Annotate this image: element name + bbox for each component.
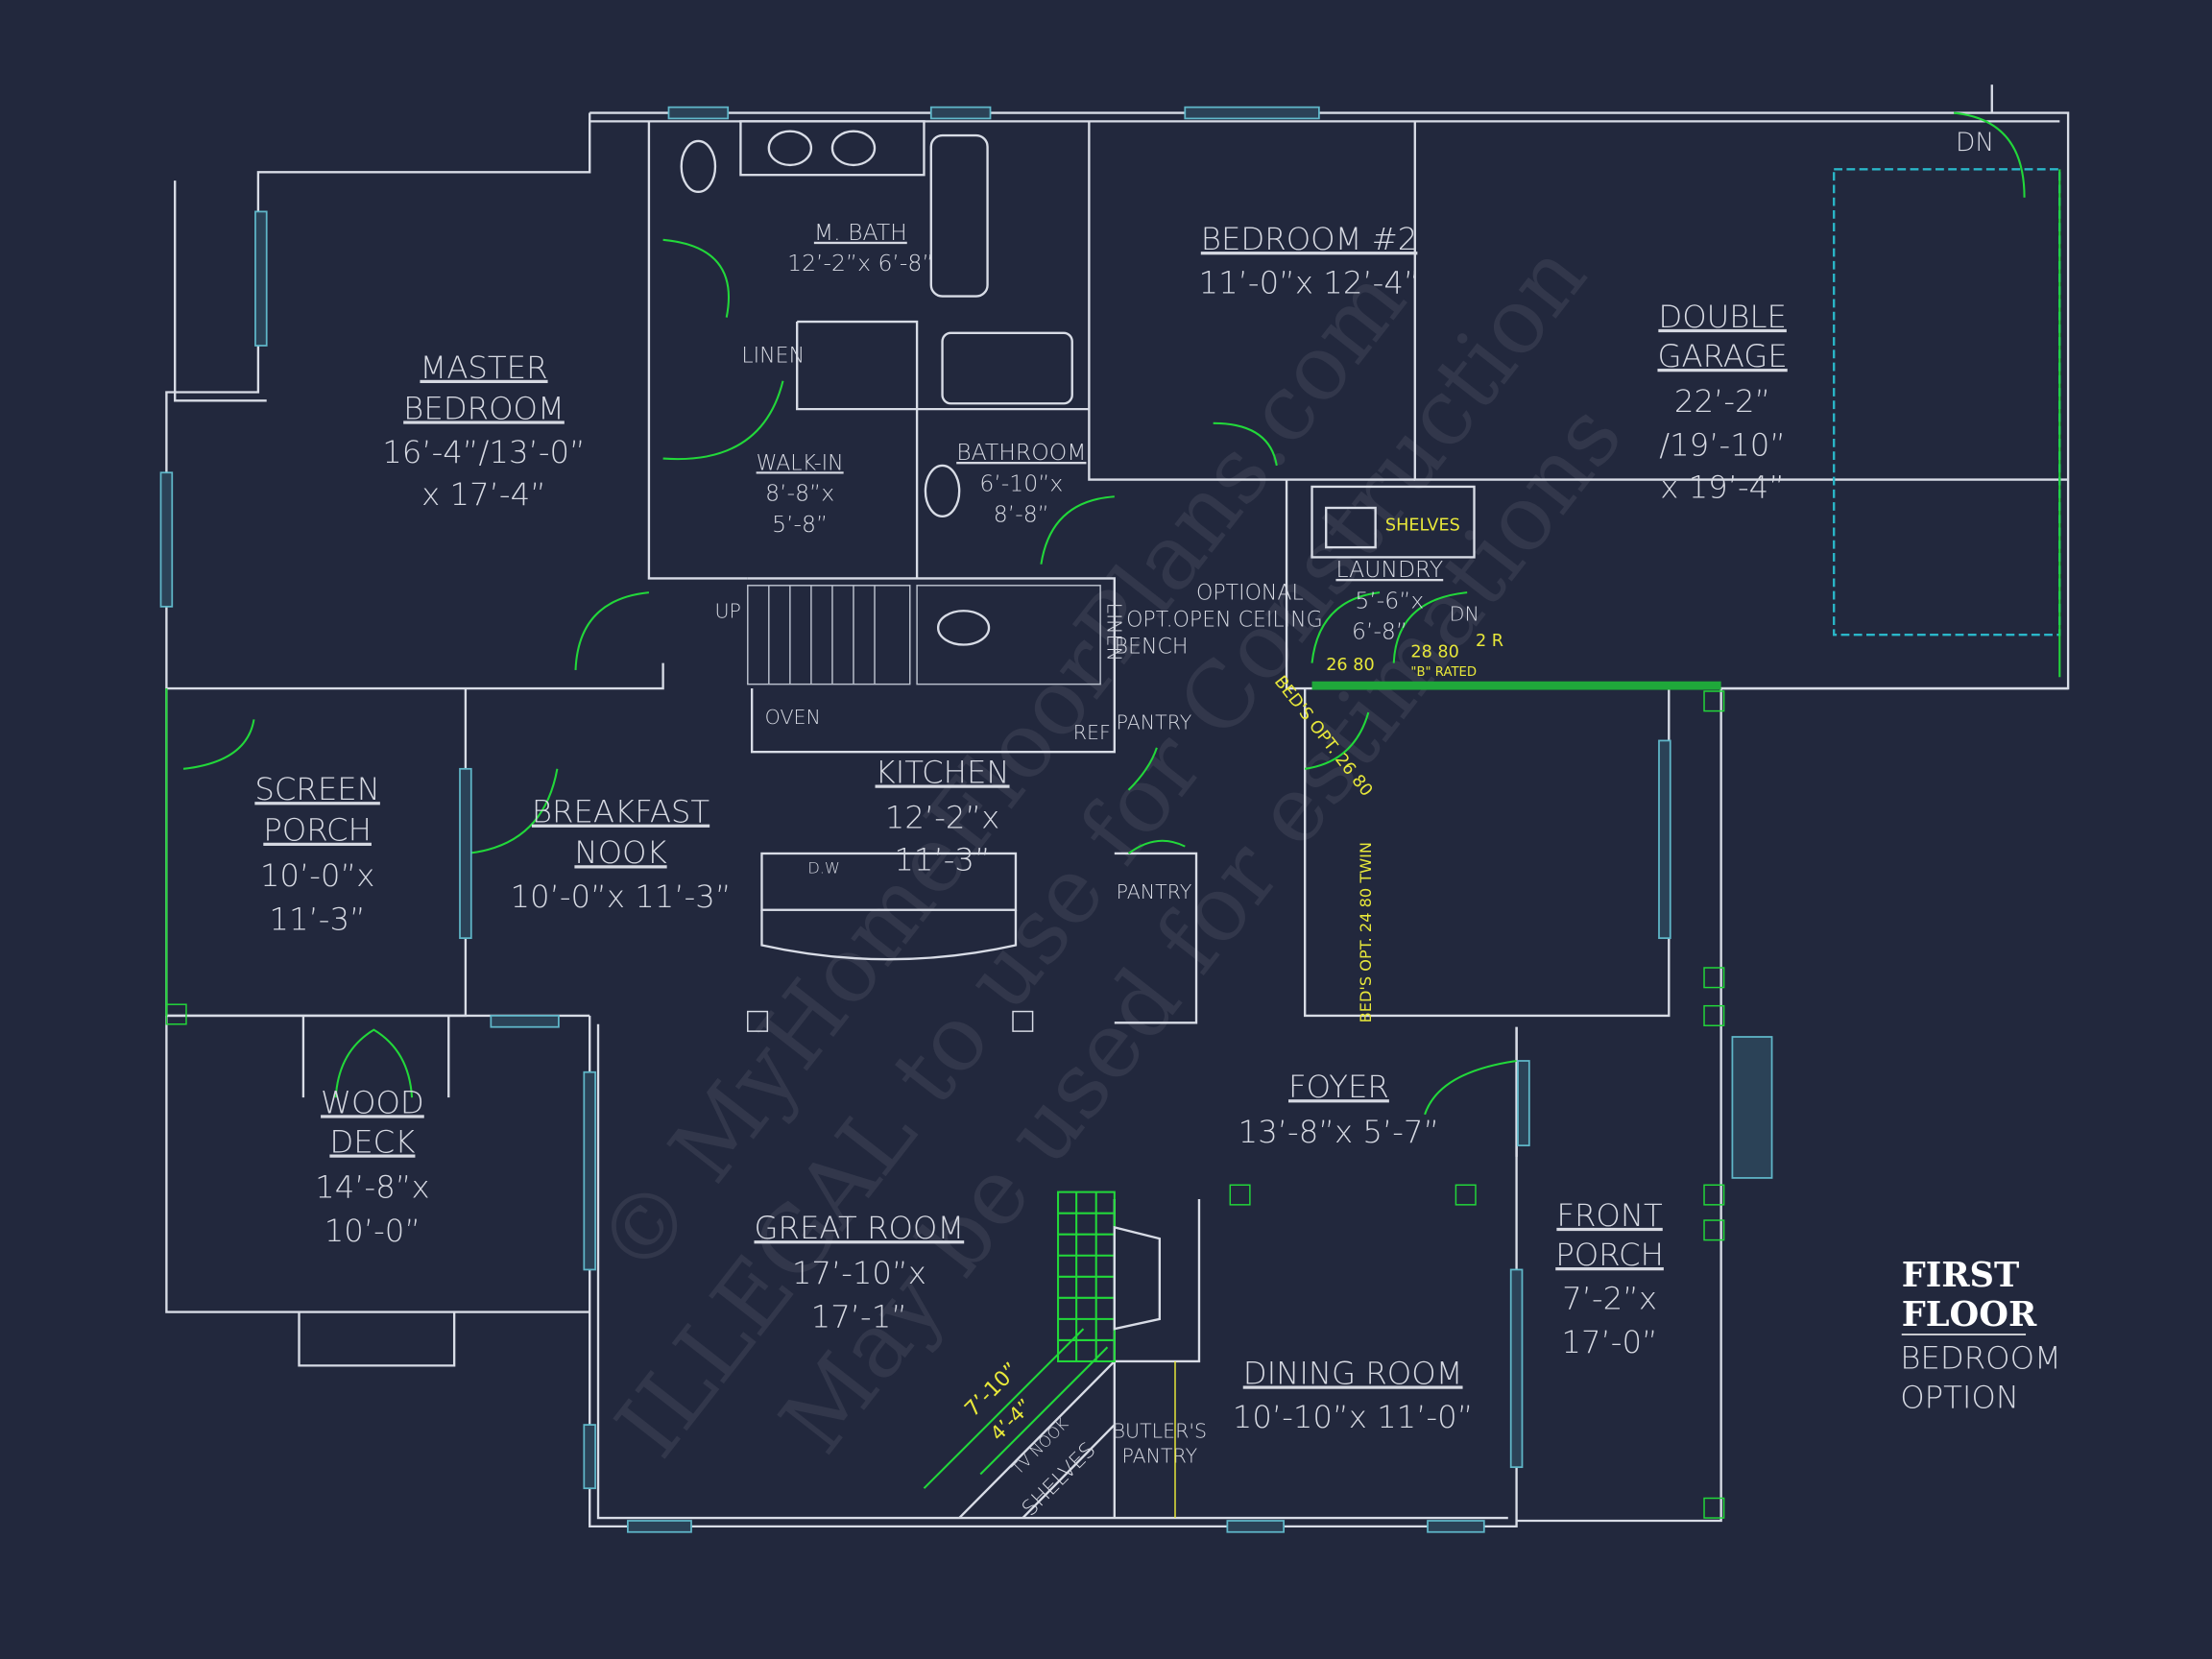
svg-text:LINEN: LINEN (1102, 603, 1125, 661)
columns (165, 690, 1725, 1519)
svg-text:LINEN: LINEN (741, 345, 805, 369)
svg-text:10’-0”: 10’-0” (325, 1213, 421, 1249)
svg-text:GREAT ROOM: GREAT ROOM (754, 1210, 964, 1246)
svg-text:PANTRY: PANTRY (1117, 880, 1192, 903)
svg-text:28 80: 28 80 (1410, 643, 1458, 662)
fireplace (923, 1190, 1162, 1489)
svg-text:8’-8”: 8’-8” (994, 501, 1049, 528)
svg-text:17’-10”x: 17’-10”x (792, 1255, 926, 1291)
svg-text:BED'S OPT. 24 80 TWIN: BED'S OPT. 24 80 TWIN (1357, 842, 1375, 1022)
svg-text:26 80: 26 80 (1326, 656, 1374, 675)
svg-text:12’-2”x 6’-8”: 12’-2”x 6’-8” (787, 250, 933, 276)
svg-text:16’-4”/13’-0”: 16’-4”/13’-0” (382, 434, 586, 470)
svg-text:DN: DN (1956, 128, 1994, 157)
svg-text:OPT.OPEN CEILING: OPT.OPEN CEILING (1126, 608, 1323, 632)
svg-text:2 R: 2 R (1476, 632, 1503, 651)
svg-text:"B" RATED: "B" RATED (1410, 665, 1477, 680)
svg-text:WALK-IN: WALK-IN (757, 451, 844, 475)
svg-text:17’-1”: 17’-1” (811, 1299, 907, 1335)
svg-text:12’-2”x: 12’-2”x (885, 800, 999, 836)
svg-text:10’-0”x: 10’-0”x (260, 857, 374, 894)
svg-text:10’-10”x 11’-0”: 10’-10”x 11’-0” (1233, 1399, 1474, 1435)
svg-text:BEDROOM #2: BEDROOM #2 (1201, 221, 1418, 257)
svg-text:11’-0”x 12’-4”: 11’-0”x 12’-4” (1199, 265, 1420, 301)
svg-text:PANTRY: PANTRY (1117, 711, 1192, 734)
svg-text:22’-2”: 22’-2” (1674, 383, 1770, 420)
svg-text:FRONT: FRONT (1556, 1197, 1663, 1234)
svg-text:UP: UP (714, 600, 740, 623)
svg-text:FIRST: FIRST (1902, 1256, 2020, 1295)
svg-text:x 19’-4”: x 19’-4” (1660, 469, 1785, 506)
svg-text:BATHROOM: BATHROOM (956, 439, 1086, 466)
svg-text:OPTIONAL: OPTIONAL (1196, 581, 1304, 605)
stairs (747, 585, 1101, 685)
windows (159, 106, 1773, 1533)
svg-text:LAUNDRY: LAUNDRY (1335, 556, 1443, 583)
svg-text:SCREEN: SCREEN (254, 771, 380, 807)
svg-text:BEDROOM: BEDROOM (1900, 1339, 2061, 1376)
svg-text:14’-8”x: 14’-8”x (315, 1169, 429, 1206)
svg-text:OVEN: OVEN (765, 706, 821, 729)
svg-text:13’-8”x 5’-7”: 13’-8”x 5’-7” (1238, 1114, 1440, 1150)
svg-text:DOUBLE: DOUBLE (1658, 299, 1787, 335)
svg-text:BENCH: BENCH (1115, 635, 1189, 659)
svg-text:/19’-10”: /19’-10” (1659, 427, 1786, 464)
svg-text:8’-8”x: 8’-8”x (765, 480, 834, 507)
svg-text:MASTER: MASTER (420, 349, 547, 386)
svg-text:10’-0”x 11’-3”: 10’-0”x 11’-3” (510, 878, 731, 915)
svg-text:11’-3”: 11’-3” (894, 842, 990, 878)
svg-text:REF: REF (1073, 721, 1111, 744)
svg-text:x 17’-4”: x 17’-4” (421, 476, 546, 513)
svg-text:NOOK: NOOK (574, 834, 666, 871)
svg-text:WOOD: WOOD (321, 1084, 424, 1120)
room-labels: MASTER BEDROOM 16’-4”/13’-0” x 17’-4” M.… (254, 219, 1787, 1435)
svg-text:KITCHEN: KITCHEN (876, 755, 1010, 791)
svg-text:11’-3”: 11’-3” (269, 901, 365, 937)
svg-text:OPTION: OPTION (1900, 1379, 2019, 1415)
svg-text:17’-0”: 17’-0” (1561, 1324, 1657, 1360)
fire-rated-wall (1311, 681, 1721, 690)
svg-text:PORCH: PORCH (1555, 1237, 1664, 1273)
svg-text:5’-6”x: 5’-6”x (1355, 587, 1424, 613)
plan-title: FIRST FLOOR BEDROOM OPTION (1900, 1256, 2061, 1415)
svg-text:PANTRY: PANTRY (1122, 1445, 1198, 1468)
svg-text:5’-8”: 5’-8” (772, 511, 828, 538)
svg-text:DN: DN (1450, 603, 1479, 626)
svg-text:BEDROOM: BEDROOM (403, 390, 565, 426)
svg-text:FLOOR: FLOOR (1902, 1295, 2037, 1334)
svg-text:BUTLER'S: BUTLER'S (1113, 1419, 1208, 1442)
svg-text:SHELVES: SHELVES (1385, 516, 1460, 535)
svg-text:PORCH: PORCH (263, 812, 372, 849)
svg-text:FOYER: FOYER (1288, 1069, 1389, 1105)
svg-text:DECK: DECK (329, 1123, 415, 1160)
svg-text:GARAGE: GARAGE (1657, 338, 1787, 374)
svg-text:DINING ROOM: DINING ROOM (1243, 1355, 1463, 1391)
svg-text:M. BATH: M. BATH (814, 219, 907, 246)
svg-text:7’-2”x: 7’-2”x (1562, 1281, 1657, 1317)
doors (165, 111, 2061, 1116)
svg-text:D.W: D.W (807, 859, 840, 878)
svg-text:6’-10”x: 6’-10”x (979, 469, 1063, 496)
svg-text:6’-8”: 6’-8” (1352, 618, 1407, 645)
svg-text:BREAKFAST: BREAKFAST (532, 794, 710, 830)
